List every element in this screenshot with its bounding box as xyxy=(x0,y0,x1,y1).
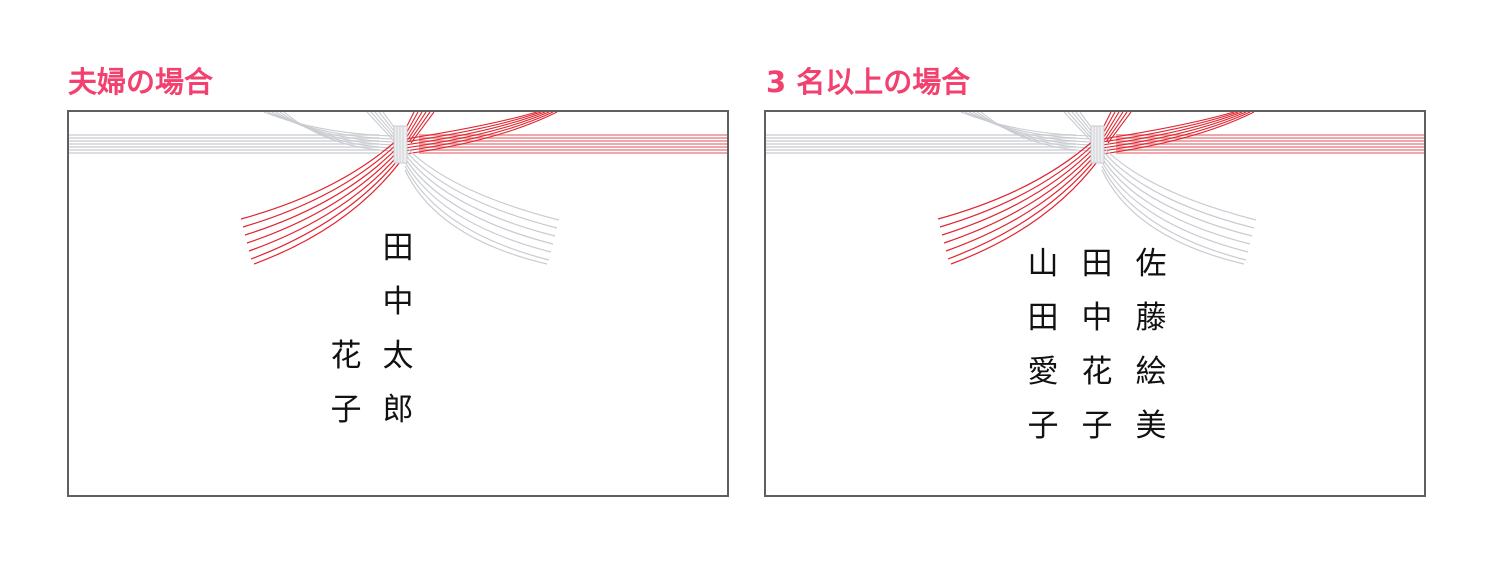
name-char: 子 xyxy=(1081,408,1113,444)
name-column-husband: 田 中 太 郎 xyxy=(378,221,418,437)
name-char: 山 xyxy=(1027,246,1059,282)
name-char: 花 xyxy=(1081,354,1113,390)
name-char: 中 xyxy=(382,284,414,320)
noshi-card-couple: 田 中 太 郎 花 子 xyxy=(67,110,729,497)
name-column-2: 田 中 花 子 xyxy=(1077,237,1117,453)
name-char: 愛 xyxy=(1027,354,1059,390)
panel-heading-three-or-more: 3 名以上の場合 xyxy=(766,65,971,99)
panel-heading-couple: 夫婦の場合 xyxy=(68,65,214,99)
name-char: 絵 xyxy=(1135,354,1167,390)
name-column-wife: 花 子 xyxy=(326,329,366,437)
name-char: 田 xyxy=(1081,246,1113,282)
name-char: 田 xyxy=(382,230,414,266)
name-char: 藤 xyxy=(1135,300,1167,336)
name-char: 花 xyxy=(330,338,362,374)
name-char: 太 xyxy=(382,338,414,374)
name-char: 子 xyxy=(1027,408,1059,444)
noshi-card-group: 佐 藤 絵 美 田 中 花 子 山 田 愛 子 xyxy=(764,110,1426,497)
name-column-1: 佐 藤 絵 美 xyxy=(1131,237,1171,453)
name-char: 子 xyxy=(330,392,362,428)
name-char: 郎 xyxy=(382,392,414,428)
name-char: 美 xyxy=(1135,408,1167,444)
mizuhiki-cord-icon xyxy=(69,112,727,265)
mizuhiki-cord-icon xyxy=(766,112,1424,265)
name-column-3: 山 田 愛 子 xyxy=(1023,237,1063,453)
name-char: 田 xyxy=(1027,300,1059,336)
name-char: 中 xyxy=(1081,300,1113,336)
name-char: 佐 xyxy=(1135,246,1167,282)
